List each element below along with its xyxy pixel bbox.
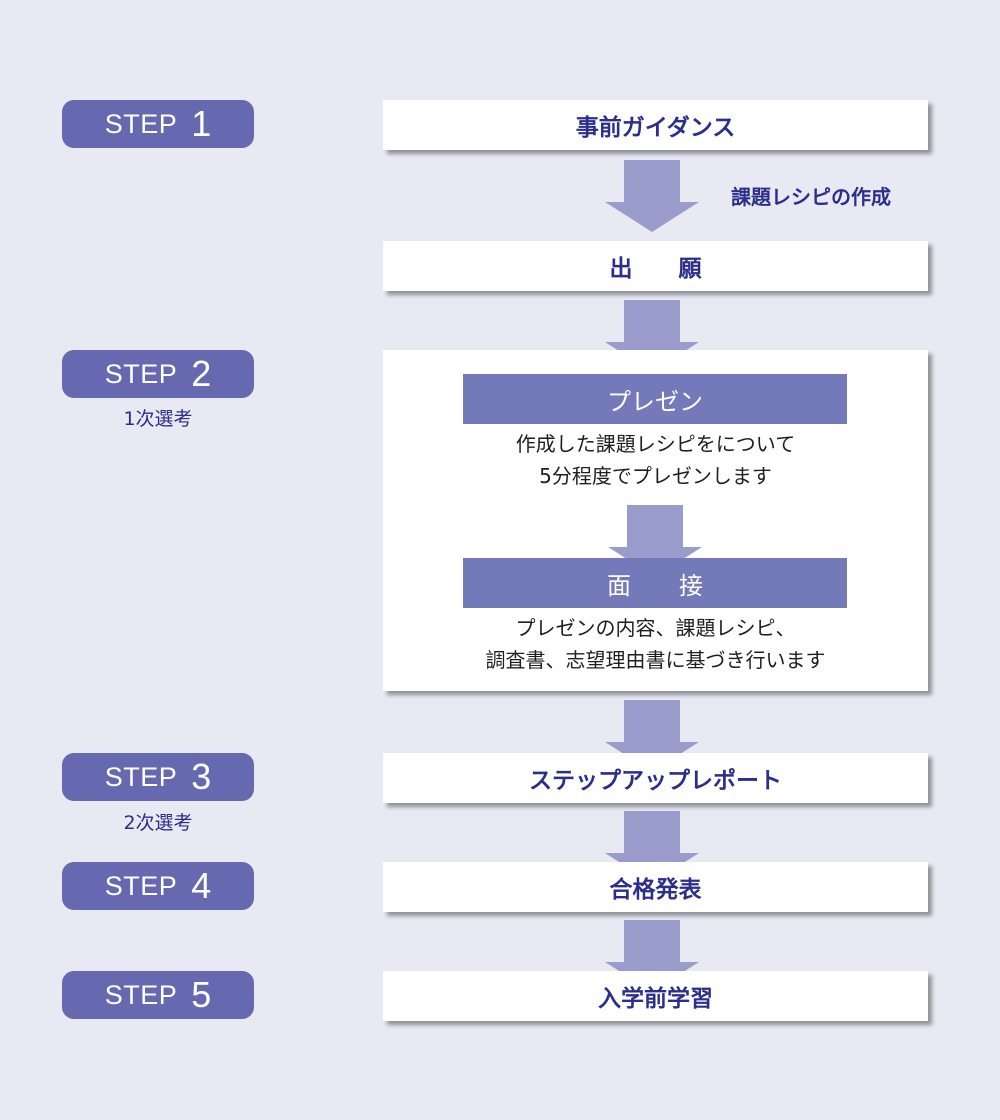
step-3-badge: STEP 3 xyxy=(62,753,254,801)
presentation-line: 5分程度でプレゼンします xyxy=(539,464,772,488)
guidance-box: 事前ガイダンス xyxy=(383,100,928,150)
step-label: STEP xyxy=(104,979,178,1010)
interview-heading: 面 接 xyxy=(463,558,847,608)
presentation-line: 作成した課題レシピをについて xyxy=(515,432,796,456)
step-number: 4 xyxy=(191,865,212,906)
first-selection-panel: プレゼン 作成した課題レシピをについて 5分程度でプレゼンします 面 接 プレゼ… xyxy=(383,350,928,691)
step-3-caption: 2次選考 xyxy=(123,812,193,834)
step-label: STEP xyxy=(104,761,178,792)
presentation-heading: プレゼン xyxy=(463,374,847,424)
flow-arrow-down-icon xyxy=(605,160,699,232)
application-box: 出 願 xyxy=(383,241,928,291)
interview-description: プレゼンの内容、課題レシピ、 調査書、志望理由書に基づき行います xyxy=(383,612,928,676)
step-4-badge: STEP 4 xyxy=(62,862,254,910)
recipe-task-note: 課題レシピの作成 xyxy=(731,185,891,209)
step-label: STEP xyxy=(104,358,178,389)
stepup-report-box: ステップアップレポート xyxy=(383,753,928,803)
interview-line: 調査書、志望理由書に基づき行います xyxy=(485,648,826,672)
step-5-badge: STEP 5 xyxy=(62,971,254,1019)
step-label: STEP xyxy=(104,870,178,901)
pre-enrollment-learning-box: 入学前学習 xyxy=(383,971,928,1021)
step-number: 2 xyxy=(191,353,212,394)
step-number: 5 xyxy=(191,974,212,1015)
step-2-caption: 1次選考 xyxy=(123,408,193,430)
presentation-description: 作成した課題レシピをについて 5分程度でプレゼンします xyxy=(383,428,928,492)
step-number: 3 xyxy=(191,756,212,797)
step-1-badge: STEP 1 xyxy=(62,100,254,148)
result-announcement-box: 合格発表 xyxy=(383,862,928,912)
interview-line: プレゼンの内容、課題レシピ、 xyxy=(515,616,796,640)
step-2-badge: STEP 2 xyxy=(62,350,254,398)
step-label: STEP xyxy=(104,108,178,139)
step-number: 1 xyxy=(191,103,212,144)
